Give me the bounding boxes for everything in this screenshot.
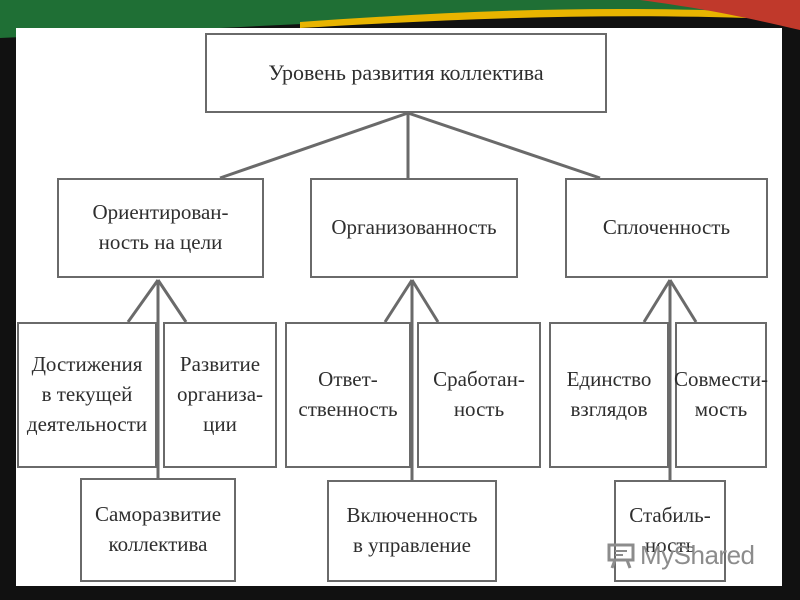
leaf-node-responsibility: Ответ- ственность	[285, 322, 411, 468]
leaf-node-achievements: Достижения в текущей деятельности	[17, 322, 157, 468]
branch-node-cohesion: Сплоченность	[565, 178, 768, 278]
presentation-board-icon	[606, 540, 636, 570]
connector-cohesion-child-2	[670, 280, 696, 322]
leaf-node-involvement: Включенность в управление	[327, 480, 497, 582]
watermark: MyShared	[606, 538, 776, 572]
connector-org-child-2	[412, 280, 438, 322]
connector-cohesion-child-1	[644, 280, 670, 322]
leaf-node-org-development: Развитие организа- ции	[163, 322, 277, 468]
leaf-node-self-development: Саморазвитие коллектива	[80, 478, 236, 582]
branch-node-goal-orientation: Ориентирован- ность на цели	[57, 178, 264, 278]
connector-root-cohesion	[408, 113, 600, 178]
watermark-text: MyShared	[640, 540, 755, 571]
connector-root-goal	[220, 113, 408, 178]
leaf-node-unity-of-views: Единство взглядов	[549, 322, 669, 468]
leaf-node-coherence: Сработан- ность	[417, 322, 541, 468]
connector-goal-child-1	[128, 280, 158, 322]
connector-goal-child-2	[158, 280, 186, 322]
root-node: Уровень развития коллектива	[205, 33, 607, 113]
leaf-node-compatibility: Совмести- мость	[675, 322, 767, 468]
connector-org-child-1	[385, 280, 412, 322]
branch-node-organization: Организованность	[310, 178, 518, 278]
